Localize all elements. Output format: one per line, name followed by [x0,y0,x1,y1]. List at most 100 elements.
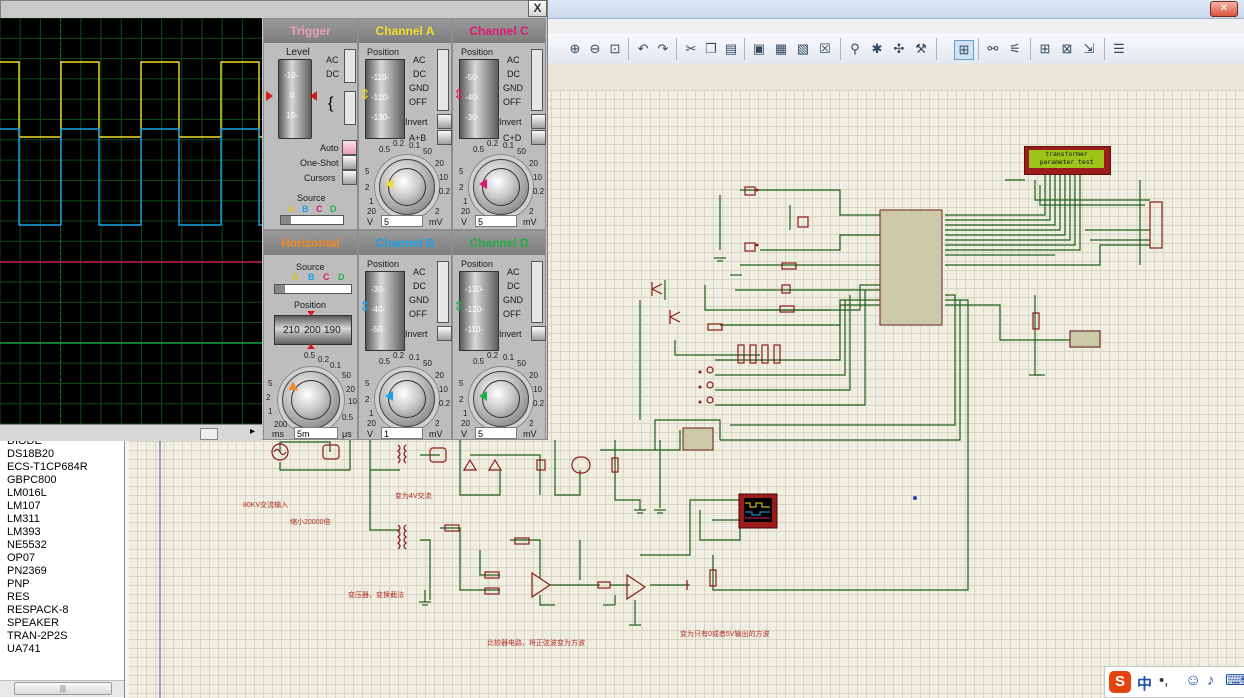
horizontal-source-b[interactable]: B [308,272,315,282]
horizontal-source-a[interactable]: A [292,272,299,282]
scale-tick: 0.2 [393,351,405,360]
copy-icon[interactable]: ❐ [705,41,717,56]
invert-button[interactable] [437,114,452,129]
volts-div-knob[interactable] [388,168,426,206]
horizontal-source-c[interactable]: C [323,272,330,282]
undo-icon[interactable]: ↶ [637,41,649,56]
redo-icon[interactable]: ↷ [657,41,669,56]
auto-button[interactable] [342,140,357,155]
sogou-logo-icon[interactable]: S [1109,671,1131,693]
emoji-icon[interactable]: ☺ [1185,672,1202,689]
invert-button[interactable] [531,114,546,129]
volts-div-knob[interactable] [388,380,426,418]
combine-button[interactable] [531,130,546,145]
packaging-icon[interactable]: ✣ [893,41,905,56]
wire-autorouter-icon[interactable]: ⊞ [954,40,974,60]
device-list-item[interactable]: ECS-T1CP684R [7,461,88,473]
zoom-out-icon[interactable]: ⊖ [589,41,601,56]
zoom-area-icon[interactable]: ⊡ [609,41,621,56]
device-list-item[interactable]: PN2369 [7,565,47,577]
channel-position-slider[interactable] [365,59,405,139]
trigger-coupling-switch[interactable] [344,49,356,83]
block-delete-icon[interactable]: ☒ [819,41,831,56]
cut-icon[interactable]: ✂ [685,41,697,56]
coupling-mode-switch[interactable] [437,261,449,323]
remove-sheet-icon[interactable]: ⊠ [1061,41,1073,56]
device-list-item[interactable]: RES [7,591,30,603]
block-rotate-icon[interactable]: ▧ [796,41,810,56]
channel-position-slider[interactable] [459,271,499,351]
trigger-source-c[interactable]: C [316,204,323,214]
scale-tick: 0.2 [533,187,545,196]
device-list-item[interactable]: TRAN-2P2S [7,630,68,642]
close-icon[interactable]: X [528,0,547,17]
volts-div-field[interactable]: 5 [381,215,423,227]
device-list-item[interactable]: SPEAKER [7,617,59,629]
channel-position-label: Position [367,259,400,269]
decompose-icon[interactable]: ⚒ [915,41,927,56]
volts-div-field[interactable]: 5 [475,427,517,439]
zoom-in-icon[interactable]: ⊕ [569,41,581,56]
timebase-dial[interactable] [282,371,340,429]
microphone-icon[interactable]: ♪ [1207,672,1215,689]
window-close-button[interactable]: ✕ [1210,1,1238,17]
block-copy-icon[interactable]: ▣ [752,41,766,56]
device-list-item[interactable]: PNP [7,578,30,590]
device-list-item[interactable]: DS18B20 [7,448,55,460]
trigger-source-b[interactable]: B [302,204,309,214]
status-scroll-thumb[interactable] [200,428,218,440]
device-list-item[interactable]: RESPACK-8 [7,604,69,616]
block-move-icon[interactable]: ▦ [774,41,788,56]
property-assign-icon[interactable]: ⚟ [1009,41,1021,56]
coupling-mode-switch[interactable] [531,49,543,111]
paste-icon[interactable]: ▤ [724,41,738,56]
ime-language[interactable]: 中 [1137,676,1153,693]
new-sheet-icon[interactable]: ⊞ [1039,41,1051,56]
trigger-level-slider[interactable] [278,59,312,139]
device-list-item[interactable]: LM393 [7,526,41,538]
make-device-icon[interactable]: ✱ [871,41,883,56]
channel-position-slider[interactable] [365,271,405,351]
trigger-source-d[interactable]: D [330,204,337,214]
bom-icon[interactable]: ☰ [1113,41,1125,56]
invert-button[interactable] [437,326,452,341]
keyboard-icon[interactable]: ⌨ [1225,672,1244,689]
device-list-item[interactable]: GBPC800 [7,474,57,486]
device-list-item[interactable]: LM311 [7,513,40,525]
ime-punctuation[interactable]: •, [1159,672,1169,689]
timebase-field[interactable]: 5m [294,427,338,439]
trigger-edge-switch[interactable] [344,91,356,125]
coupling-mode-switch[interactable] [531,261,543,323]
device-list-item[interactable]: NE5532 [7,539,47,551]
volts-div-field[interactable]: 5 [475,215,517,227]
device-list-item[interactable]: LM107 [7,500,41,512]
invert-button[interactable] [531,326,546,341]
device-list-item[interactable]: UA741 [7,643,41,655]
scale-tick: 2 [435,419,440,428]
device-list-item[interactable]: OP07 [7,552,36,564]
trigger-source-a[interactable]: A [288,204,295,214]
one-shot-button[interactable] [342,155,357,170]
volts-div-knob[interactable] [482,168,520,206]
combine-label: C+D [503,133,522,143]
status-arrow-icon[interactable]: ▸ [250,426,256,437]
search-icon[interactable]: ⚯ [987,41,999,56]
horizontal-source-d[interactable]: D [338,272,345,282]
mode-gnd-label: GND [503,83,523,93]
coupling-mode-switch[interactable] [437,49,449,111]
pick-device-icon[interactable]: ⚲ [850,41,860,56]
trigger-source-slider[interactable] [280,215,344,225]
goto-sheet-icon[interactable]: ⇲ [1083,41,1095,56]
scrollbar-thumb[interactable]: ||| [14,682,112,695]
timebase-knob[interactable] [291,380,331,420]
horizontal-position-slider[interactable] [274,315,352,345]
volts-div-field[interactable]: 1 [381,427,423,439]
combine-button[interactable] [437,130,452,145]
ime-toolbar[interactable]: S 中 •, ☺ ♪ ⌨ [1104,666,1244,698]
device-list-item[interactable]: LM016L [7,487,47,499]
volts-div-knob[interactable] [482,380,520,418]
horizontal-source-slider[interactable] [274,284,352,294]
channel-position-slider[interactable] [459,59,499,139]
cursors-button[interactable] [342,170,357,185]
